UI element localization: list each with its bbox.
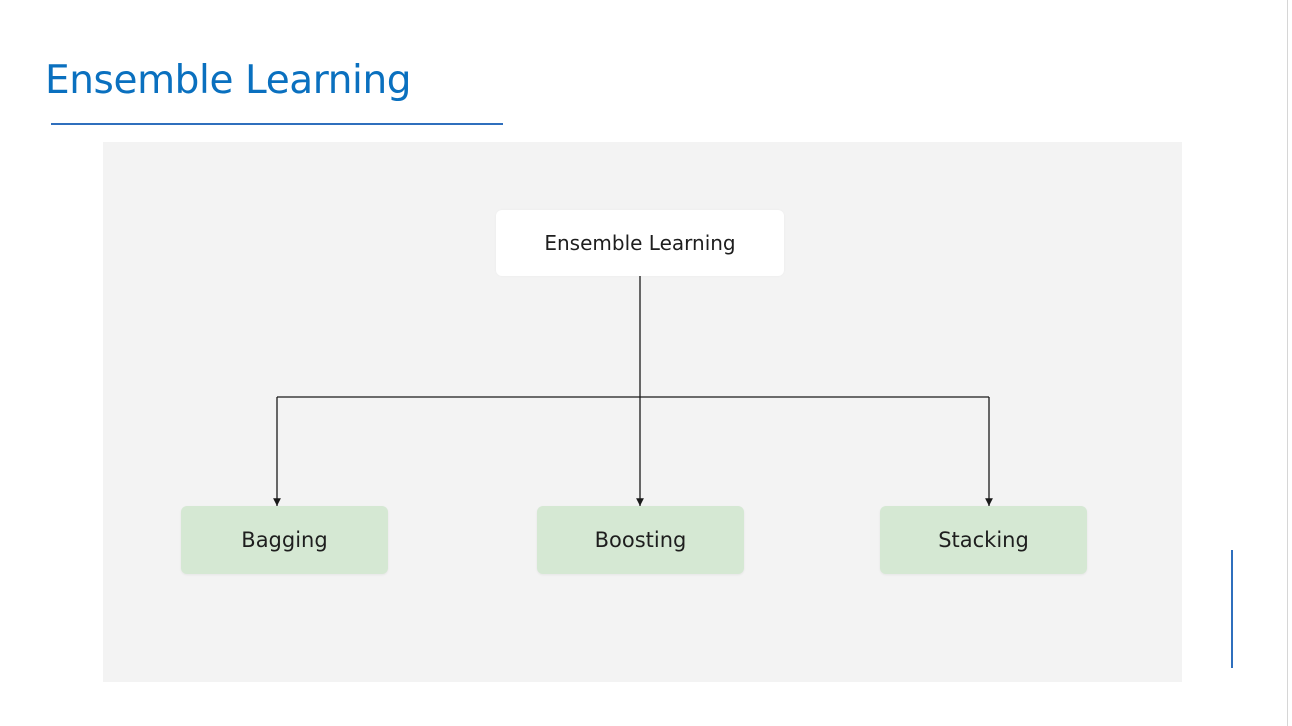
diagram-panel: Ensemble Learning Bagging Boosting Stack… <box>103 142 1182 682</box>
root-node-label: Ensemble Learning <box>544 231 736 255</box>
child-node-label-boosting: Boosting <box>594 528 687 552</box>
child-node-boosting: Boosting <box>537 506 744 574</box>
side-accent-line <box>1231 550 1233 668</box>
root-node-ensemble-learning: Ensemble Learning <box>496 210 784 276</box>
slide-title: Ensemble Learning <box>45 58 412 103</box>
connector-lines <box>273 276 993 506</box>
child-node-bagging: Bagging <box>181 506 388 574</box>
child-node-label-stacking: Stacking <box>938 528 1029 552</box>
title-underline <box>51 123 503 125</box>
child-node-label-bagging: Bagging <box>241 528 328 552</box>
slide-right-edge <box>1287 0 1288 726</box>
child-node-stacking: Stacking <box>880 506 1087 574</box>
